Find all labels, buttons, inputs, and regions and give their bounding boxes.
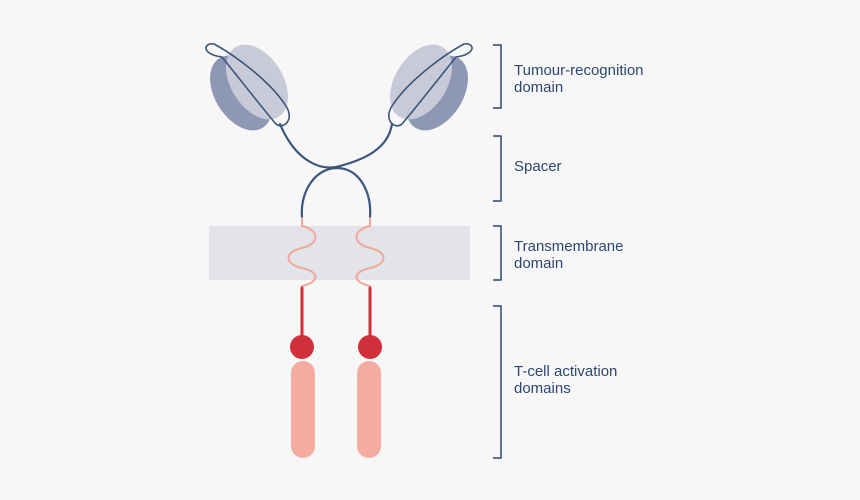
label-transmembrane-line2: domain (514, 255, 564, 272)
bracket-spacer (493, 135, 502, 202)
right-recognition-domain (387, 43, 473, 131)
label-transmembrane: Transmembrane domain (514, 238, 623, 272)
label-transmembrane-line1: Transmembrane (514, 238, 624, 255)
label-tumour-recognition-line1: Tumour-recognition (514, 62, 644, 79)
left-activation-circle (290, 335, 314, 359)
left-recognition-domain (205, 43, 291, 131)
label-activation-line1: T-cell activation (514, 363, 618, 380)
label-tumour-recognition: Tumour-recognition domain (514, 62, 644, 96)
bracket-tumour-recognition (493, 44, 502, 109)
left-activation-block (291, 361, 315, 458)
right-activation-circle (358, 335, 382, 359)
label-spacer-line1: Spacer (514, 158, 562, 175)
bracket-activation (493, 305, 502, 459)
cell-membrane-band (209, 226, 470, 280)
spacer-hinge (278, 122, 394, 220)
transmembrane-segments (287, 217, 385, 287)
bracket-transmembrane (493, 225, 502, 281)
label-spacer: Spacer (514, 158, 562, 175)
label-tumour-recognition-line2: domain (514, 79, 564, 96)
label-activation: T-cell activation domains (514, 363, 617, 397)
right-activation-block (357, 361, 381, 458)
label-activation-line2: domains (514, 380, 571, 397)
intracellular-stalks (300, 286, 372, 338)
